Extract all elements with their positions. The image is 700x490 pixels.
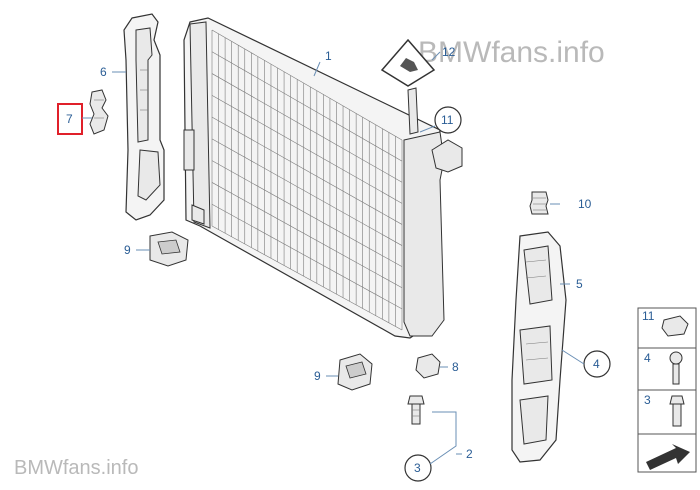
part-10-grommet[interactable] (529, 191, 549, 215)
label-part-9-upper: 9 (124, 243, 131, 257)
label-part-8: 8 (452, 360, 459, 374)
radiator-fins (211, 29, 403, 331)
label-part-10: 10 (578, 197, 592, 211)
part-6-left-bracket[interactable] (123, 13, 165, 221)
legend-label-3: 3 (644, 393, 651, 407)
warning-triangle-icon (380, 38, 436, 87)
part-9-mount-upper[interactable] (149, 231, 189, 267)
part-8-sleeve[interactable] (415, 353, 441, 379)
label-part-7: 7 (66, 112, 73, 126)
legend-box-3[interactable] (637, 389, 697, 435)
watermark-top: BMWfans.info (418, 36, 605, 69)
part-7-clip[interactable] (89, 89, 109, 135)
label-part-1: 1 (325, 49, 332, 63)
radiator-hose-connector (407, 87, 463, 173)
legend-box-4[interactable] (637, 347, 697, 391)
label-part-4: 4 (593, 357, 600, 371)
label-part-3: 3 (414, 461, 421, 475)
legend-label-11: 11 (642, 309, 655, 323)
label-part-6: 6 (100, 65, 107, 79)
label-part-5: 5 (576, 277, 583, 291)
part-5-right-shroud[interactable] (511, 231, 567, 463)
clip-icon (661, 315, 689, 337)
label-part-11: 11 (441, 113, 454, 127)
legend-label-4: 4 (644, 351, 651, 365)
part-9-mount-lower[interactable] (337, 353, 373, 391)
next-page-arrow-icon (646, 444, 690, 470)
part-3-bolt[interactable] (407, 395, 425, 425)
leader-lines (82, 51, 585, 465)
part-1-radiator[interactable] (183, 17, 445, 339)
label-part-9-lower: 9 (314, 369, 321, 383)
label-part-2: 2 (466, 447, 473, 461)
callout-circle-3 (404, 454, 432, 482)
part-7-highlight (57, 103, 83, 135)
watermark-bottom: BMWfans.info (14, 457, 138, 479)
legend-panel: 11 4 3 (637, 307, 697, 473)
callout-circle-11 (434, 106, 462, 134)
label-part-12: 12 (442, 45, 456, 59)
